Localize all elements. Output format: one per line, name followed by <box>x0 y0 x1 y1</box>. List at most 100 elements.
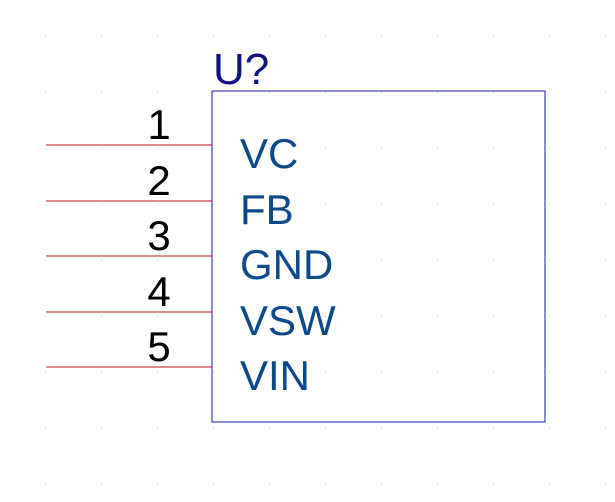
grid-dot <box>549 428 550 429</box>
grid-dot <box>269 372 270 373</box>
grid-dot <box>269 204 270 205</box>
grid-dot <box>213 204 214 205</box>
grid-dot <box>157 36 158 37</box>
grid-dot <box>437 260 438 261</box>
grid-dot <box>325 92 326 93</box>
grid-dot <box>45 148 46 149</box>
grid-dot <box>325 148 326 149</box>
grid-dot <box>45 92 46 93</box>
grid-dot <box>493 204 494 205</box>
grid-dot <box>101 36 102 37</box>
grid-dot <box>45 260 46 261</box>
grid-dot <box>381 260 382 261</box>
pin-number: 1 <box>147 101 170 148</box>
grid-dot <box>269 428 270 429</box>
grid-dot <box>213 372 214 373</box>
grid-dot <box>549 484 550 485</box>
grid-dot <box>549 36 550 37</box>
grid-dot <box>325 316 326 317</box>
grid-dot <box>437 92 438 93</box>
grid-dot <box>381 316 382 317</box>
grid-dot <box>549 148 550 149</box>
grid-dot <box>605 148 606 149</box>
grid-dot <box>493 92 494 93</box>
grid-dot <box>493 260 494 261</box>
grid-dot <box>157 372 158 373</box>
grid-dots <box>45 36 606 485</box>
grid-dot <box>325 372 326 373</box>
grid-dot <box>493 484 494 485</box>
grid-dot <box>101 148 102 149</box>
pin-name: VSW <box>240 297 336 344</box>
pin-number: 4 <box>147 268 170 315</box>
grid-dot <box>493 148 494 149</box>
grid-dot <box>549 260 550 261</box>
grid-dot <box>157 92 158 93</box>
pin[interactable]: 2FB <box>46 157 294 233</box>
grid-dot <box>157 148 158 149</box>
grid-dot <box>605 372 606 373</box>
grid-dot <box>157 204 158 205</box>
grid-dot <box>157 428 158 429</box>
grid-dot <box>157 316 158 317</box>
grid-dot <box>325 204 326 205</box>
pin-number: 2 <box>147 157 170 204</box>
grid-dot <box>101 372 102 373</box>
grid-dot <box>269 316 270 317</box>
grid-dot <box>549 372 550 373</box>
grid-dot <box>269 260 270 261</box>
grid-dot <box>101 260 102 261</box>
grid-dot <box>45 36 46 37</box>
grid-dot <box>101 204 102 205</box>
grid-dot <box>213 260 214 261</box>
grid-dot <box>213 36 214 37</box>
grid-dot <box>605 428 606 429</box>
grid-dot <box>605 316 606 317</box>
grid-dot <box>157 260 158 261</box>
grid-dot <box>549 204 550 205</box>
grid-dot <box>101 484 102 485</box>
grid-dot <box>381 36 382 37</box>
grid-dot <box>381 204 382 205</box>
grid-dot <box>45 372 46 373</box>
grid-dot <box>101 316 102 317</box>
grid-dot <box>605 36 606 37</box>
grid-dot <box>549 92 550 93</box>
grid-dot <box>493 372 494 373</box>
grid-dot <box>325 36 326 37</box>
grid-dot <box>381 484 382 485</box>
grid-dot <box>437 316 438 317</box>
grid-dot <box>493 428 494 429</box>
grid-dot <box>605 204 606 205</box>
grid-dot <box>101 92 102 93</box>
grid-dot <box>437 204 438 205</box>
pin-number: 3 <box>147 212 170 259</box>
grid-dot <box>213 428 214 429</box>
grid-dot <box>437 148 438 149</box>
component-designator[interactable]: U? <box>213 45 269 94</box>
grid-dot <box>437 428 438 429</box>
grid-dot <box>381 92 382 93</box>
grid-dot <box>605 92 606 93</box>
grid-dot <box>437 372 438 373</box>
grid-dot <box>101 428 102 429</box>
grid-dot <box>325 484 326 485</box>
grid-dot <box>437 36 438 37</box>
pin-name: GND <box>240 241 333 288</box>
grid-dot <box>605 260 606 261</box>
grid-dot <box>45 204 46 205</box>
grid-dot <box>381 372 382 373</box>
grid-dot <box>493 316 494 317</box>
grid-dot <box>269 484 270 485</box>
pin[interactable]: 1VC <box>46 101 298 177</box>
grid-dot <box>325 260 326 261</box>
grid-dot <box>269 36 270 37</box>
grid-dot <box>213 316 214 317</box>
pin-number: 5 <box>147 323 170 370</box>
grid-dot <box>325 428 326 429</box>
